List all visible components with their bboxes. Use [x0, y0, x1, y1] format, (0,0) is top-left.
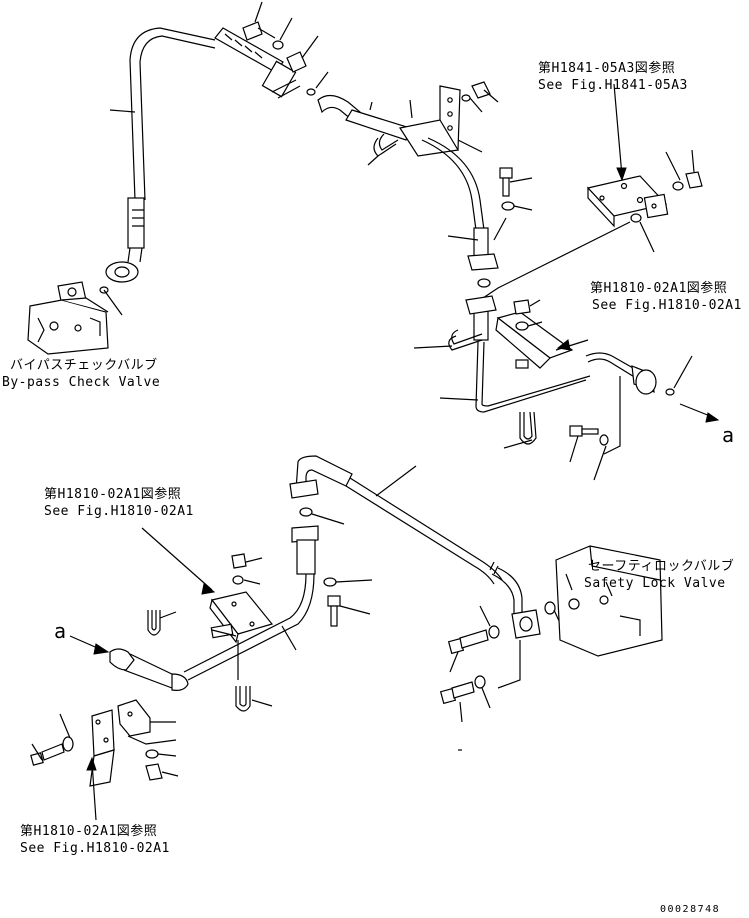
- right-mid-bracket: [413, 299, 609, 481]
- ref-h1810-mid-en: See Fig.H1810-02A1: [44, 504, 194, 519]
- safety-valve-label-jp: セーフティロックバルブ: [588, 559, 735, 574]
- upper-mid-bolts: [493, 167, 533, 241]
- safety-lock-valve: [555, 545, 663, 657]
- middle-pipe: [439, 221, 720, 455]
- drawing-number: 00028748: [660, 904, 721, 915]
- lower-pipe: [183, 455, 567, 751]
- ref-h1810-mid-jp: 第H1810-02A1図参照: [44, 487, 182, 502]
- top-elbow-pipe: [317, 81, 499, 288]
- ref-h1810-bottom-jp: 第H1810-02A1図参照: [20, 824, 158, 839]
- ref-h1841-jp: 第H1841-05A3図参照: [538, 61, 676, 76]
- connector-a-right: a: [722, 423, 735, 447]
- bypass-valve-label-jp: バイパスチェックバルブ: [10, 358, 158, 373]
- safety-valve-label-en: Safety Lock Valve: [584, 576, 726, 591]
- top-hose-assembly: [99, 1, 329, 316]
- bypass-check-valve: [27, 281, 109, 355]
- lower-left-pipe: [30, 635, 189, 821]
- connector-a-left: a: [54, 619, 67, 643]
- ref-h1810-bottom-en: See Fig.H1810-02A1: [20, 841, 170, 856]
- ref-h1810-right-jp: 第H1810-02A1図参照: [590, 281, 728, 296]
- bypass-valve-label-en: By-pass Check Valve: [2, 375, 161, 390]
- bracket-h1841: [586, 83, 703, 253]
- ref-h1810-right-en: See Fig.H1810-02A1: [592, 298, 742, 313]
- ref-h1841-en: See Fig.H1841-05A3: [538, 78, 688, 93]
- lower-mid-bracket: [141, 527, 373, 712]
